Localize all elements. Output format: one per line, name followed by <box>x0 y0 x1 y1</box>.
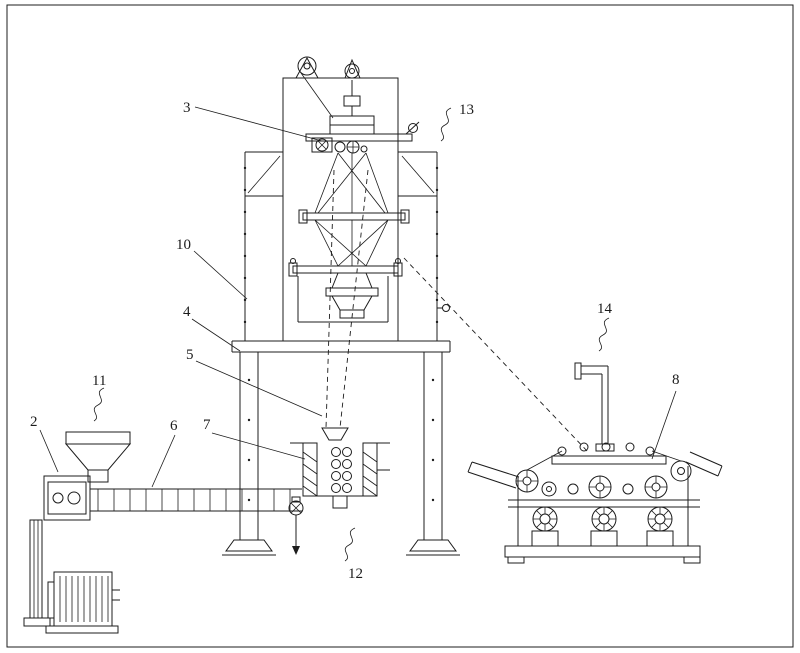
top-pulleys <box>296 57 360 118</box>
figure-border <box>7 5 793 647</box>
ref-number-5: 5 <box>186 347 194 363</box>
label-6: 6 <box>152 418 178 487</box>
label-13: 13 <box>441 102 474 141</box>
ref-number-12: 12 <box>348 566 363 582</box>
machine-deck <box>508 466 700 546</box>
feed-pipe <box>575 363 614 451</box>
label-8: 8 <box>652 372 680 459</box>
drain-valve <box>289 497 303 555</box>
label-2: 2 <box>30 414 58 472</box>
inlet-funnel <box>322 428 348 440</box>
side-wings <box>468 452 722 488</box>
label-4: 4 <box>183 304 240 351</box>
ref-number-2: 2 <box>30 414 38 430</box>
label-7: 7 <box>203 417 305 459</box>
tower-crossbar <box>232 341 450 352</box>
extruder-assembly <box>24 432 302 633</box>
ref-number-6: 6 <box>170 418 178 434</box>
ref-number-4: 4 <box>183 304 191 320</box>
ref-number-11: 11 <box>92 373 106 389</box>
ref-number-10: 10 <box>176 237 191 253</box>
label-11: 11 <box>92 373 106 421</box>
spinning-tower <box>222 57 588 555</box>
ref-number-7: 7 <box>203 417 211 433</box>
feed-hopper <box>66 432 130 482</box>
label-5: 5 <box>186 347 322 416</box>
label-10: 10 <box>176 237 247 299</box>
motor-left <box>532 507 558 546</box>
lower-guide-bar <box>289 259 402 277</box>
rivet-dots <box>243 166 439 502</box>
motor-center <box>591 507 617 546</box>
godet-wheels <box>516 451 691 498</box>
screw-conveyor <box>90 489 302 511</box>
drive-motor <box>46 572 120 633</box>
filament-path-dashed <box>326 170 588 452</box>
thread-lines <box>315 153 388 266</box>
machine-base <box>505 546 700 563</box>
upper-frame <box>245 78 437 341</box>
roller-chain <box>332 448 352 493</box>
label-12: 12 <box>345 528 363 582</box>
label-3: 3 <box>183 100 322 141</box>
side-knob <box>443 305 450 312</box>
outlet <box>333 496 347 508</box>
tower-legs <box>222 352 460 555</box>
top-rail <box>552 443 666 464</box>
ref-number-8: 8 <box>672 372 680 388</box>
support-column <box>24 520 50 626</box>
label-14: 14 <box>597 301 613 351</box>
gearbox <box>44 476 90 520</box>
ref-number-13: 13 <box>459 102 474 118</box>
takeup-machine <box>468 363 722 563</box>
ref-number-3: 3 <box>183 100 191 116</box>
winder-head <box>306 80 419 153</box>
ref-number-14: 14 <box>597 301 613 317</box>
reference-labels: 3 13 10 4 5 11 2 6 <box>30 100 680 582</box>
die-box-assembly <box>289 428 390 555</box>
motor-right <box>647 507 673 546</box>
spinneret-block <box>298 273 450 322</box>
upper-guide-bar <box>299 210 409 223</box>
